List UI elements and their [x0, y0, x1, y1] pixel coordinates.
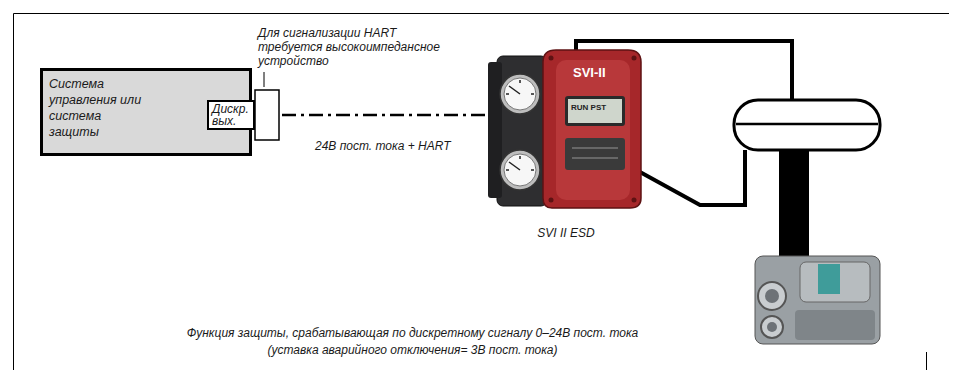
valve-cover	[800, 262, 870, 302]
valve-stem	[779, 150, 809, 258]
valve-strip	[818, 264, 840, 294]
pneumatic-line	[640, 150, 745, 205]
actuator-diaphragm	[736, 123, 878, 126]
output-box: Дискр. вых.	[207, 100, 255, 130]
keypad-lines	[572, 148, 618, 158]
housing-screw	[632, 56, 637, 61]
node-text: Система управления или система защиты	[49, 76, 153, 140]
gauge-ring	[500, 150, 540, 190]
housing-screw	[549, 198, 554, 203]
function-note: (уставка аварийного отключения= 3В пост.…	[140, 343, 685, 357]
keypad-plate	[565, 138, 625, 170]
gauge-needle	[506, 156, 534, 170]
valve-port	[761, 316, 783, 338]
impedance-device	[255, 90, 279, 140]
housing-panel	[556, 60, 630, 200]
valve-base	[795, 310, 875, 340]
display-screen	[568, 99, 622, 123]
display-text: RUN PST	[571, 103, 606, 112]
valve-body	[755, 256, 880, 344]
gauge-ring	[500, 74, 540, 114]
valve-port-hole	[765, 289, 779, 303]
function-note: Функция защиты, срабатывающая по дискрет…	[140, 326, 685, 340]
display-bezel	[565, 96, 625, 126]
system-box: Система управления или система защиты Дис…	[40, 68, 252, 156]
leader-line	[264, 72, 265, 87]
positioner-node: SVI II ESD	[487, 40, 645, 240]
actuator-body	[734, 100, 880, 150]
housing-screw	[632, 198, 637, 203]
housing-screw	[549, 56, 554, 61]
node-text: Дискр. вых.	[212, 103, 249, 127]
valve-port-hole	[767, 322, 777, 332]
pneumatic-module	[497, 56, 547, 206]
signal-line	[255, 114, 487, 117]
gauge-face	[504, 154, 536, 186]
positioner-housing	[543, 50, 641, 208]
frame-tick	[926, 352, 927, 370]
edge-label: 24В пост. тока + HART	[312, 139, 454, 153]
device-brand: SVI-II	[573, 66, 606, 80]
figure-frame	[14, 14, 950, 370]
node-text: SVI II ESD	[537, 226, 594, 240]
gauge-needle	[506, 80, 534, 94]
callout-note: Для сигнализации HART требуется высокоим…	[258, 26, 448, 68]
valve-port	[758, 282, 786, 310]
pneumatic-plate	[488, 62, 502, 198]
gauge-face	[504, 78, 536, 110]
